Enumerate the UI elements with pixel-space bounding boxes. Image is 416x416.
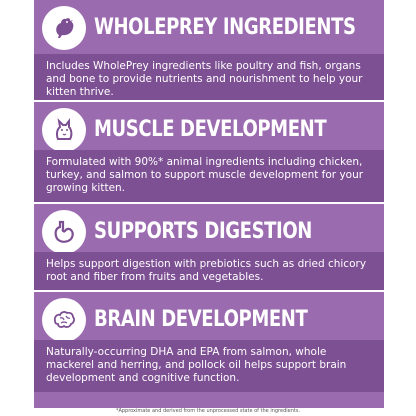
benefits-panel: WHOLEPREY INGREDIENTS Includes WholePrey…: [34, 0, 384, 408]
chicken-icon: [42, 6, 86, 50]
feature-title: BRAIN DEVELOPMENT: [94, 307, 308, 332]
feature-description: Helps support digestion with prebiotics …: [34, 252, 384, 290]
feature-description: Formulated with 90%* animal ingredients …: [34, 150, 384, 202]
feature-header-muscle: MUSCLE DEVELOPMENT: [34, 102, 384, 158]
footnote: *Approximate and derived from the unproc…: [115, 408, 301, 414]
feature-header-digestion: SUPPORTS DIGESTION: [34, 204, 384, 260]
feature-header-brain: BRAIN DEVELOPMENT: [34, 292, 384, 348]
section-divider: [34, 290, 384, 292]
feature-header-wholeprey: WHOLEPREY INGREDIENTS: [34, 0, 384, 56]
section-divider: [34, 202, 384, 204]
stomach-icon: [42, 210, 86, 254]
feature-title: MUSCLE DEVELOPMENT: [94, 117, 327, 142]
feature-title: SUPPORTS DIGESTION: [94, 219, 312, 244]
feature-title: WHOLEPREY INGREDIENTS: [94, 15, 356, 40]
brain-icon: [42, 298, 86, 342]
section-divider: [34, 100, 384, 102]
feature-description: Naturally-occurring DHA and EPA from sal…: [34, 340, 384, 392]
cat-muscle-icon: [42, 108, 86, 152]
feature-description: Includes WholePrey ingredients like poul…: [34, 54, 384, 100]
